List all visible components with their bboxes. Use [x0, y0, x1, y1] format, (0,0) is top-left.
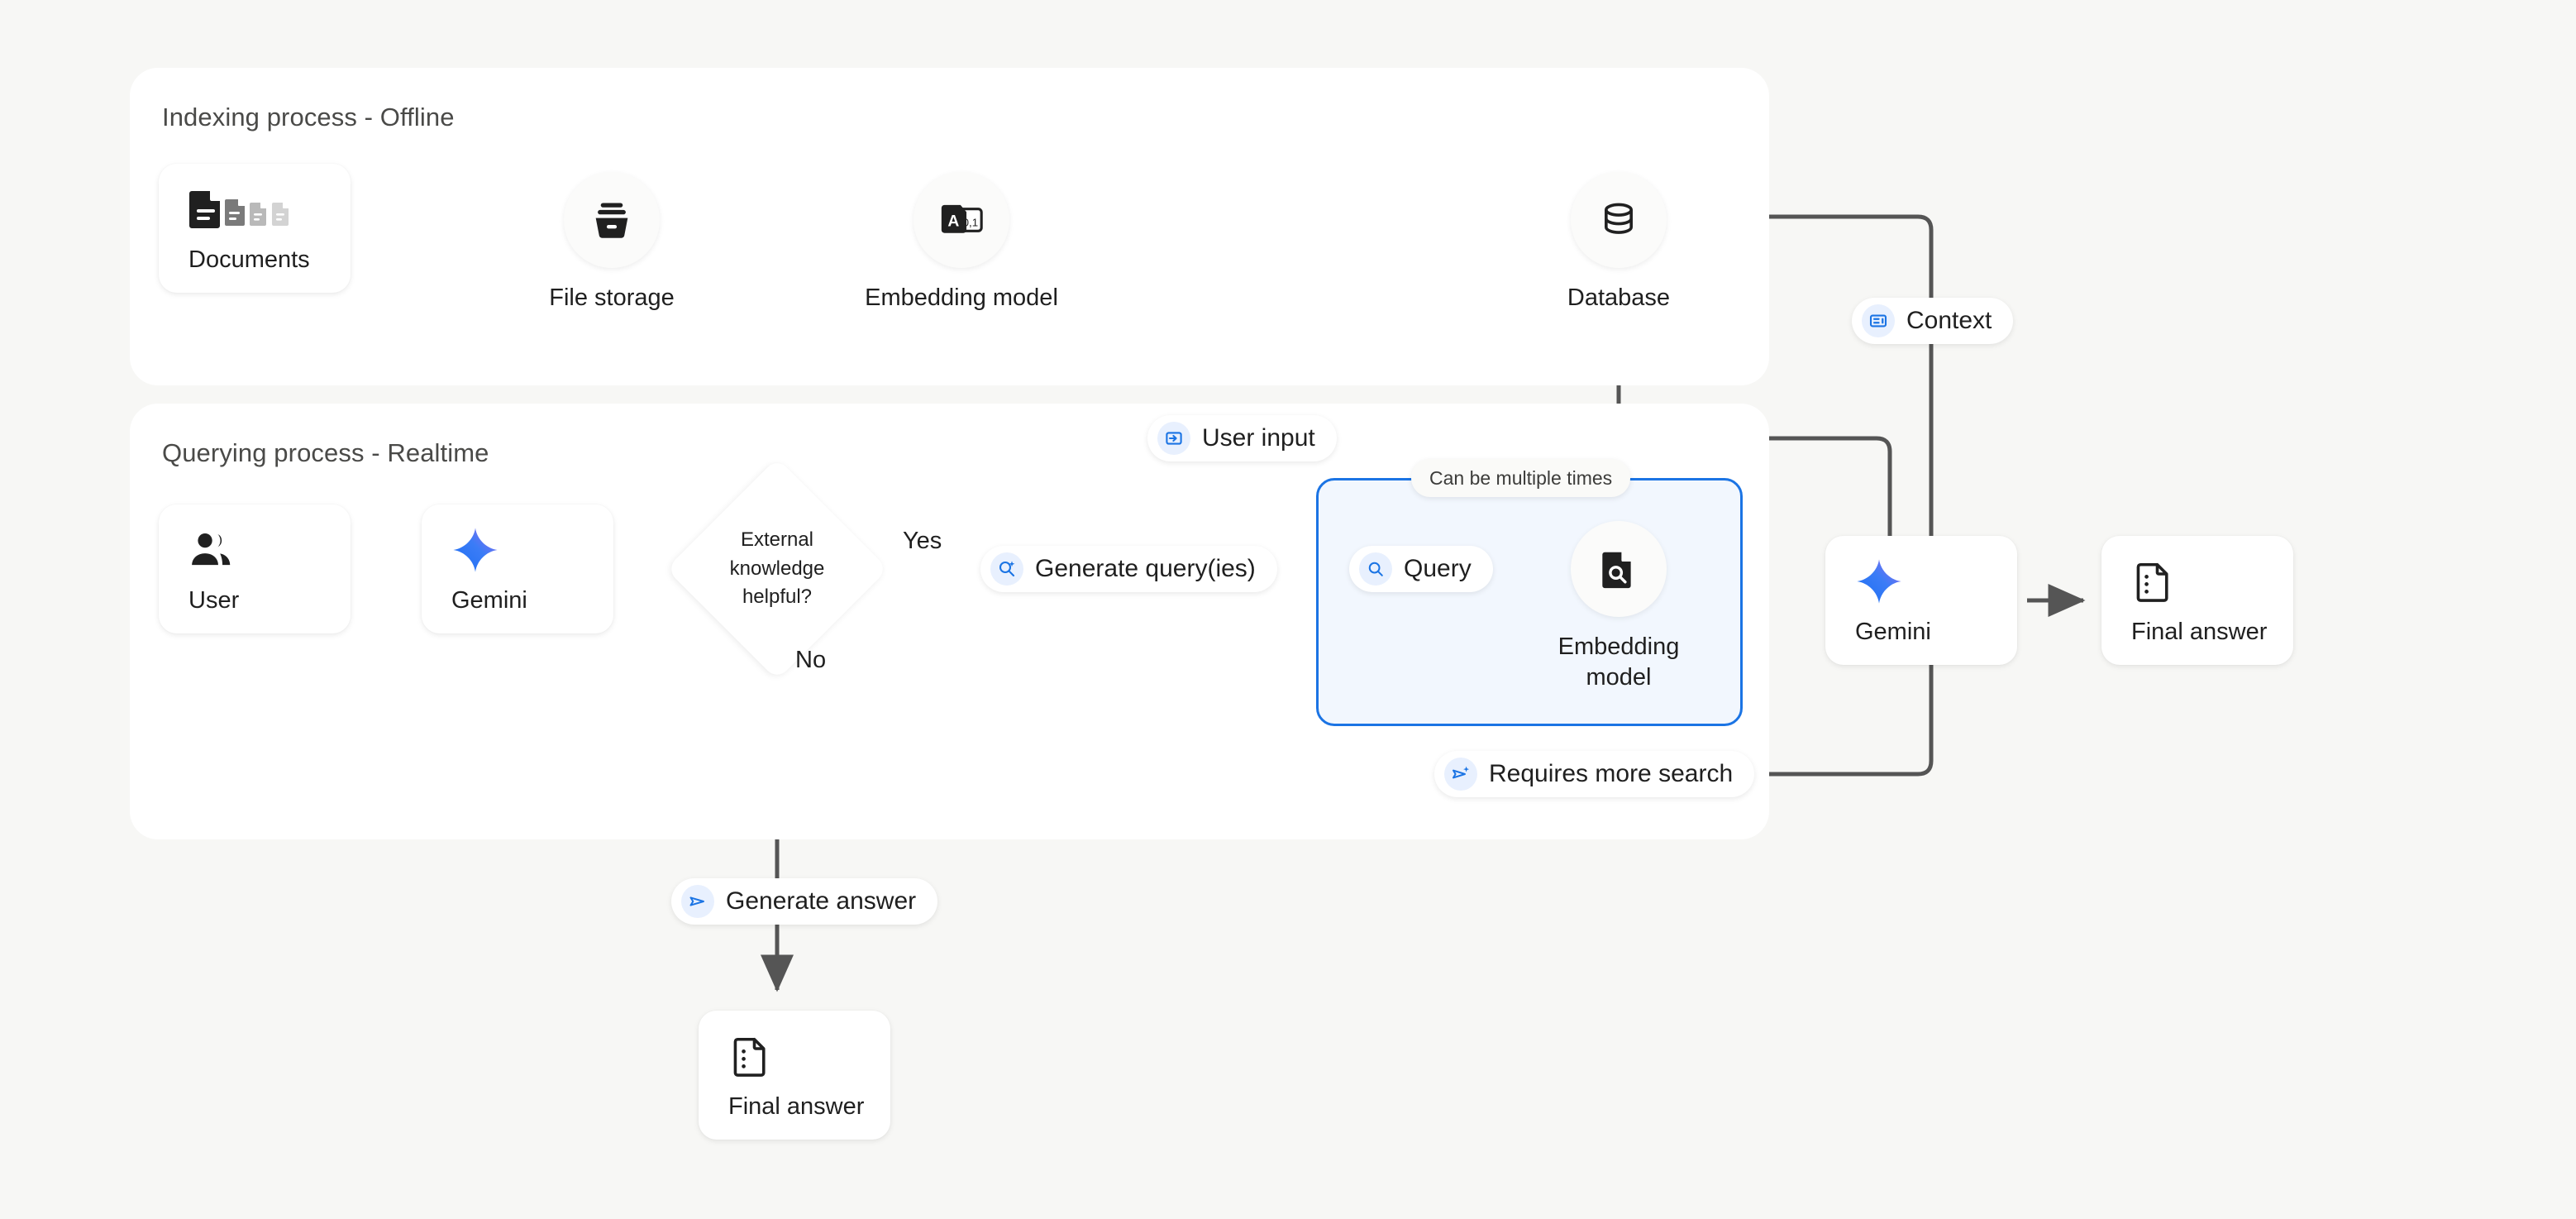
documents-icon — [188, 184, 351, 235]
branch-no-label: No — [795, 647, 827, 673]
context-pill[interactable]: Context — [1852, 298, 2014, 344]
database-node[interactable]: Database — [1567, 172, 1670, 313]
gemini-card-label: Gemini — [451, 586, 527, 614]
query-pill[interactable]: Query — [1349, 546, 1493, 592]
branch-yes-label: Yes — [903, 528, 942, 554]
file-storage-icon — [595, 203, 628, 238]
loop-embedding-model-label: Embedding model — [1558, 633, 1680, 691]
requires-more-search-label: Requires more search — [1489, 760, 1734, 787]
database-icon-wrap — [1571, 172, 1667, 268]
send-sparkle-icon — [1444, 758, 1477, 791]
user-card[interactable]: User — [159, 504, 351, 633]
generate-answer-label: Generate answer — [726, 887, 917, 915]
generate-queries-pill[interactable]: Generate query(ies) — [980, 546, 1277, 592]
loop-embedding-model-node[interactable]: Embedding model — [1558, 521, 1679, 693]
documents-card[interactable]: Documents — [159, 164, 351, 293]
embedding-model-node[interactable]: 0,1 A Embedding model — [865, 172, 1058, 313]
document-search-icon-wrap — [1571, 521, 1667, 617]
user-input-pill[interactable]: User input — [1147, 415, 1337, 461]
search-icon — [1359, 552, 1392, 586]
svg-text:A: A — [947, 213, 959, 230]
users-icon — [188, 524, 351, 576]
context-pill-label: Context — [1906, 307, 1992, 334]
decision-diamond-label: External knowledge helpful? — [729, 528, 825, 609]
generate-answer-pill[interactable]: Generate answer — [671, 878, 938, 925]
embedding-model-icon-wrap: 0,1 A — [914, 172, 1009, 268]
bottom-final-answer-label: Final answer — [728, 1092, 865, 1120]
gemini-sparkle-icon — [1855, 556, 2017, 607]
gemini-sparkle-icon — [451, 524, 613, 576]
loop-note-pill: Can be multiple times — [1411, 459, 1631, 497]
gemini-card[interactable]: Gemini — [422, 504, 613, 633]
embedding-model-label: Embedding model — [865, 284, 1058, 311]
file-storage-label: File storage — [549, 284, 675, 311]
svg-text:0,1: 0,1 — [963, 216, 978, 228]
final-answer-icon — [728, 1030, 890, 1082]
user-card-label: User — [188, 586, 240, 614]
retrieval-loop-box — [1316, 478, 1743, 726]
requires-more-search-pill[interactable]: Requires more search — [1434, 751, 1755, 797]
decision-diamond[interactable]: External knowledge helpful? — [665, 457, 889, 681]
generate-queries-label: Generate query(ies) — [1035, 555, 1256, 582]
user-input-label: User input — [1202, 424, 1315, 452]
answer-gemini-card[interactable]: Gemini — [1825, 536, 2017, 665]
querying-panel-title: Querying process - Realtime — [162, 438, 489, 467]
input-arrow-icon — [1157, 422, 1190, 455]
document-search-icon — [1602, 552, 1631, 589]
query-pill-label: Query — [1404, 555, 1472, 582]
file-storage-icon-wrap — [564, 172, 660, 268]
context-panel-icon — [1862, 304, 1895, 337]
embedding-model-icon: 0,1 A — [941, 204, 983, 233]
database-icon — [1605, 203, 1633, 234]
final-answer-icon — [2131, 556, 2293, 607]
search-sparkle-icon — [990, 552, 1023, 586]
loop-note-label: Can be multiple times — [1429, 466, 1613, 489]
bottom-final-answer-card[interactable]: Final answer — [699, 1011, 890, 1140]
answer-final-card-label: Final answer — [2131, 618, 2268, 645]
answer-final-card[interactable]: Final answer — [2101, 536, 2293, 665]
file-storage-node[interactable]: File storage — [549, 172, 675, 313]
database-label: Database — [1567, 284, 1671, 311]
documents-card-label: Documents — [188, 246, 310, 273]
answer-gemini-card-label: Gemini — [1855, 618, 1931, 645]
send-icon — [681, 885, 714, 918]
indexing-panel-title: Indexing process - Offline — [162, 103, 455, 131]
